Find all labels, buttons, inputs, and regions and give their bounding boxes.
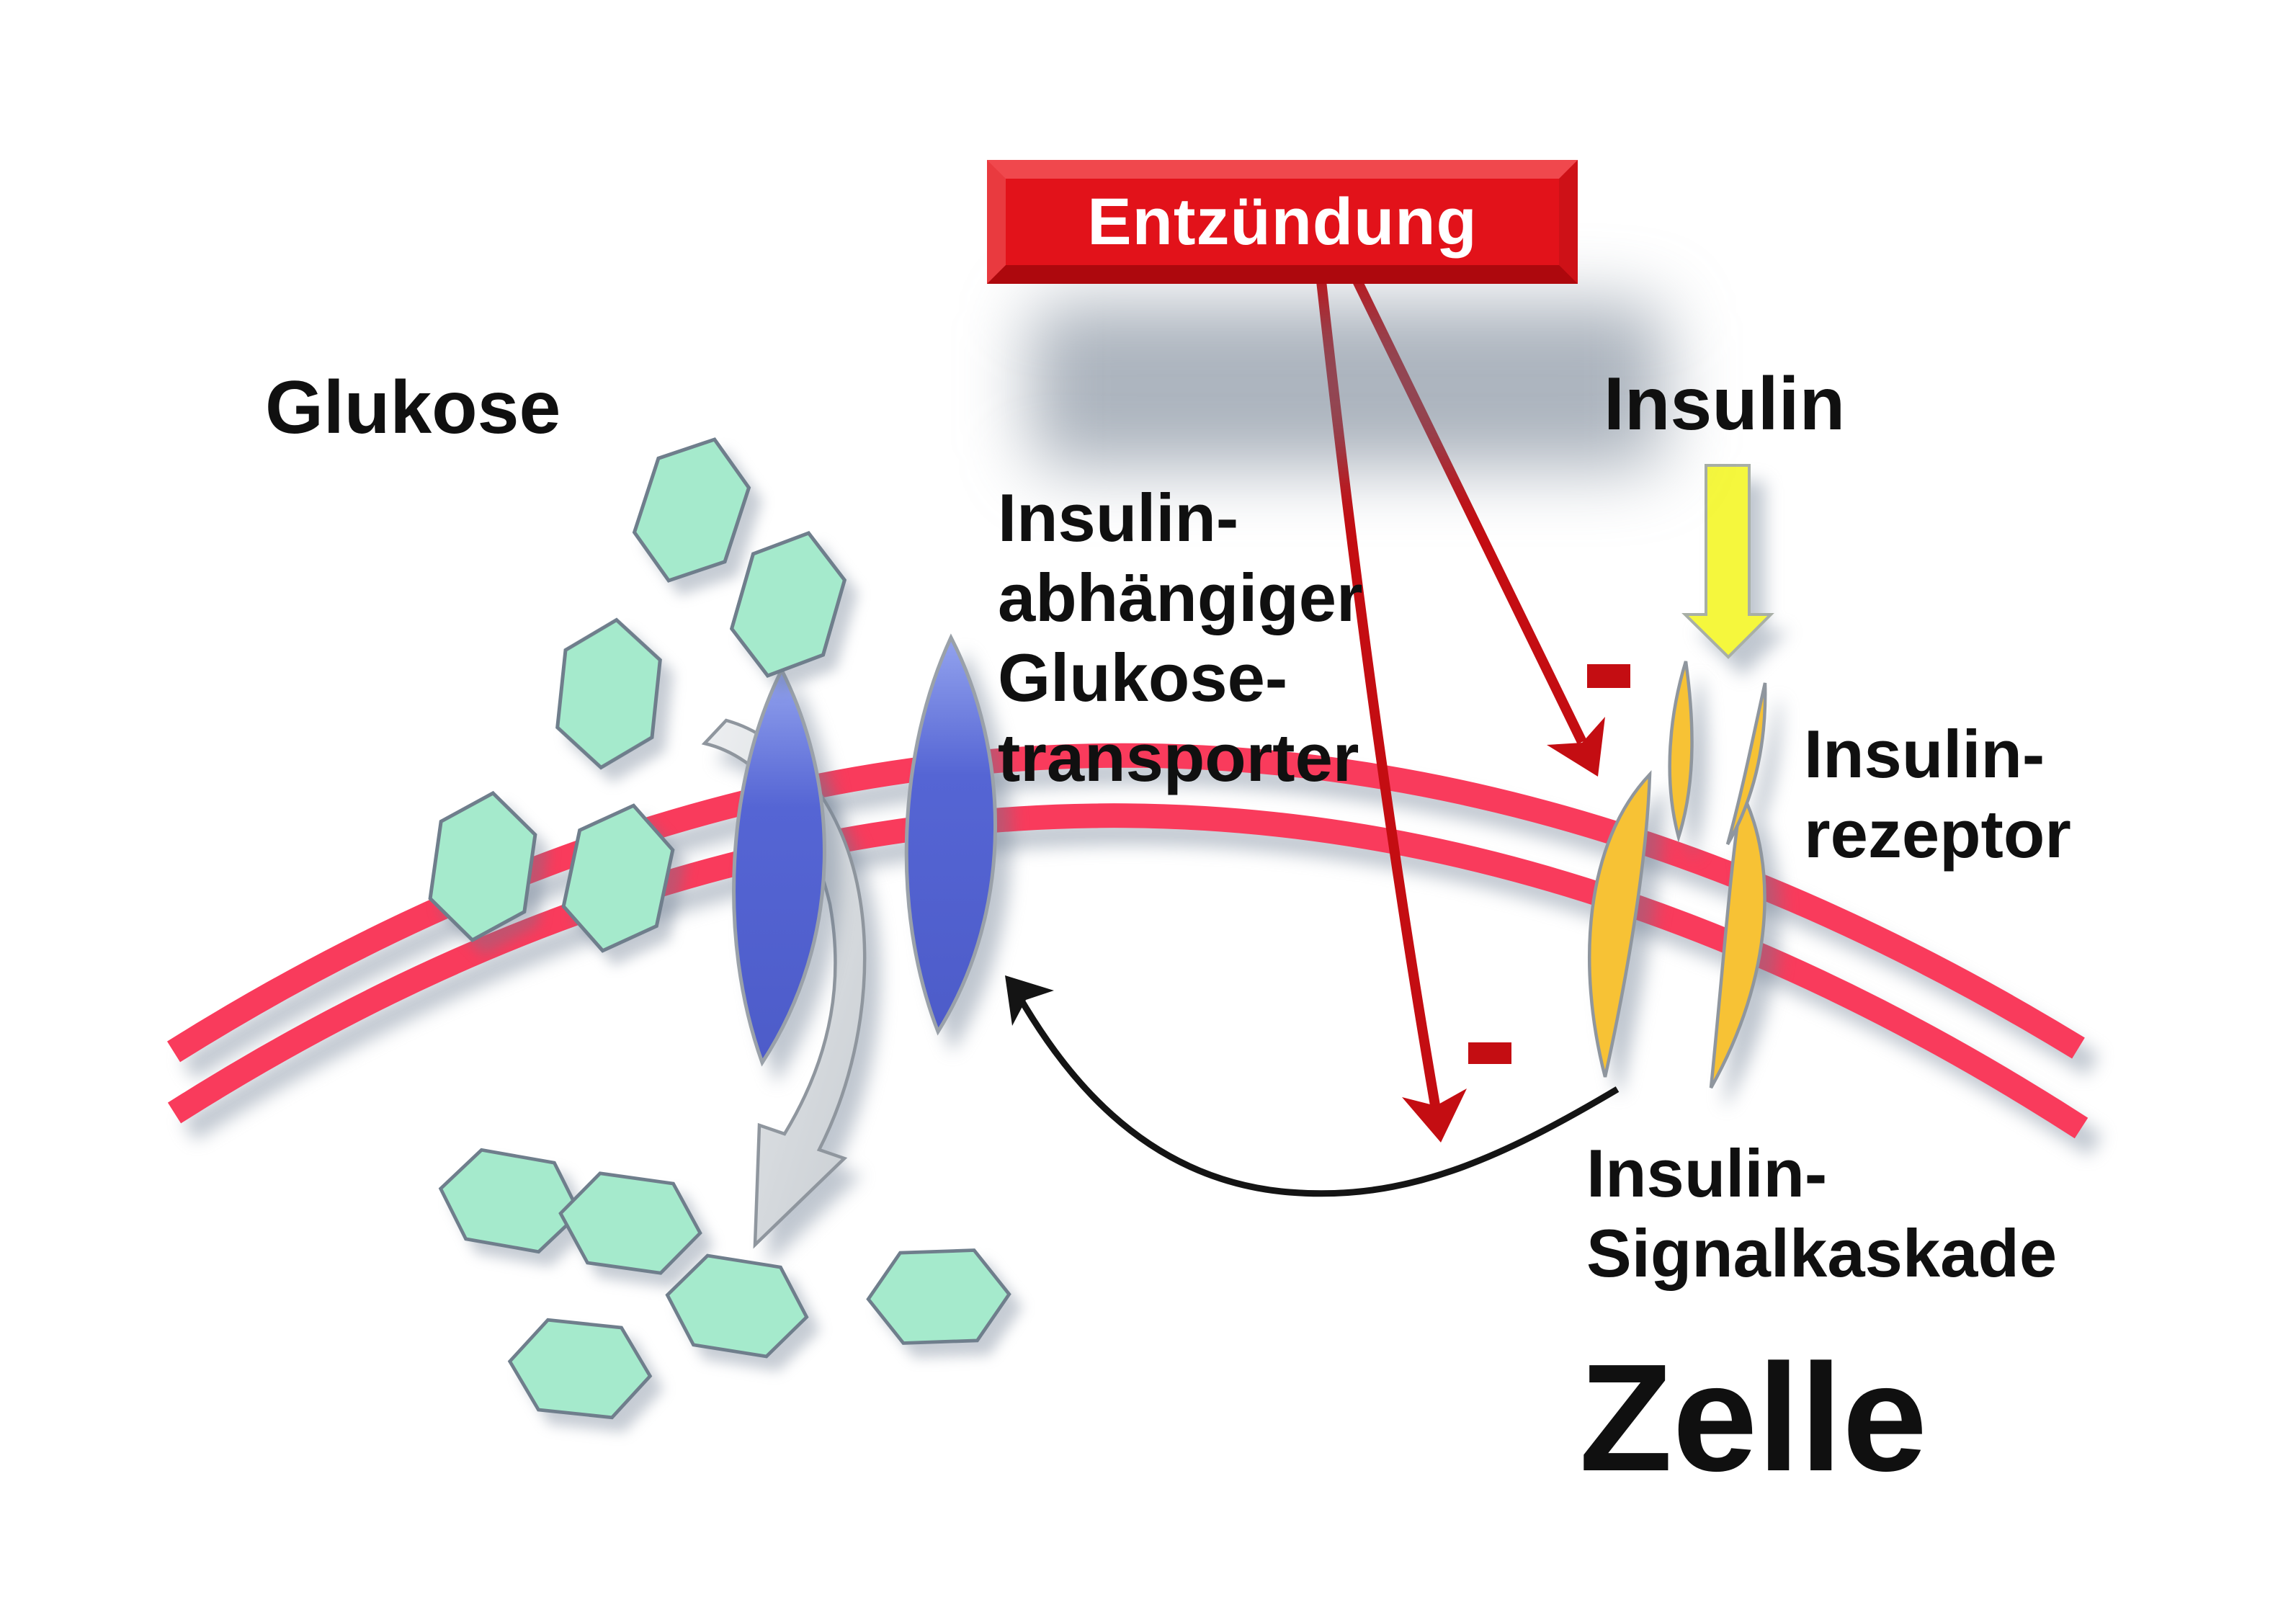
inhibition-arrow-long-head bbox=[1402, 1088, 1467, 1143]
receptor-right-blade bbox=[1709, 787, 1766, 1089]
insulin-label: Insulin bbox=[1604, 362, 1846, 446]
transporter-label-line2: abhängiger bbox=[998, 559, 1363, 635]
transporter-lens-right bbox=[904, 633, 998, 1036]
receptor-label-line2: rezeptor bbox=[1804, 795, 2071, 872]
glucose-transporter bbox=[732, 633, 998, 1067]
signal-cascade-label: Insulin- Signalkaskade bbox=[1586, 1134, 2057, 1294]
glucose-hexagon bbox=[632, 437, 751, 583]
glucose-hexagon bbox=[438, 1148, 582, 1254]
signal-cascade-arrow-head bbox=[1005, 975, 1054, 1026]
transporter-label: Insulin- abhängiger Glukose- transporter bbox=[998, 478, 1363, 798]
glucose-molecules bbox=[428, 437, 1011, 1420]
cascade-label-line2: Signalkaskade bbox=[1586, 1215, 2058, 1291]
glucose-hexagon bbox=[665, 1253, 809, 1359]
inflammation-banner-label: Entzündung bbox=[1087, 184, 1478, 259]
receptor-left-hook bbox=[1668, 661, 1694, 844]
transporter-label-line1: Insulin- bbox=[998, 480, 1239, 555]
insulin-receptor-label: Insulin- rezeptor bbox=[1804, 715, 2071, 875]
glucose-hexagon bbox=[561, 803, 675, 953]
glucose-hexagon bbox=[866, 1248, 1011, 1345]
cell-label: Zelle bbox=[1579, 1332, 1928, 1503]
transporter-label-line3: Glukose- bbox=[998, 639, 1288, 715]
glucose-hexagon bbox=[507, 1318, 653, 1420]
minus-sign-receptor bbox=[1587, 664, 1630, 688]
receptor-left-blade bbox=[1587, 770, 1652, 1078]
transporter-lens-left bbox=[732, 666, 826, 1067]
receptor-label-line1: Insulin- bbox=[1804, 716, 2045, 792]
banner-shadow bbox=[1030, 303, 1664, 468]
glucose-hexagon bbox=[428, 790, 537, 943]
transporter-label-line4: transporter bbox=[998, 719, 1359, 795]
insulin-receptor bbox=[1587, 661, 1767, 1089]
glucose-hexagon bbox=[729, 530, 847, 679]
inhibition-signs bbox=[1468, 664, 1630, 1064]
minus-sign-cascade bbox=[1468, 1042, 1511, 1064]
inhibition-arrow-short-head bbox=[1547, 717, 1605, 777]
signal-cascade-curve bbox=[1011, 986, 1620, 1197]
inflammation-banner: Entzündung bbox=[987, 160, 1578, 284]
cascade-label-line1: Insulin- bbox=[1586, 1135, 1828, 1211]
receptor-right-hook bbox=[1725, 682, 1767, 846]
glucose-hexagon bbox=[555, 617, 662, 770]
glucose-label: Glukose bbox=[265, 366, 561, 450]
signal-cascade-arrow bbox=[1005, 975, 1620, 1197]
glucose-hexagon bbox=[558, 1171, 702, 1275]
membrane-lower-band bbox=[167, 803, 2089, 1139]
insulin-arrow bbox=[1681, 464, 1774, 659]
